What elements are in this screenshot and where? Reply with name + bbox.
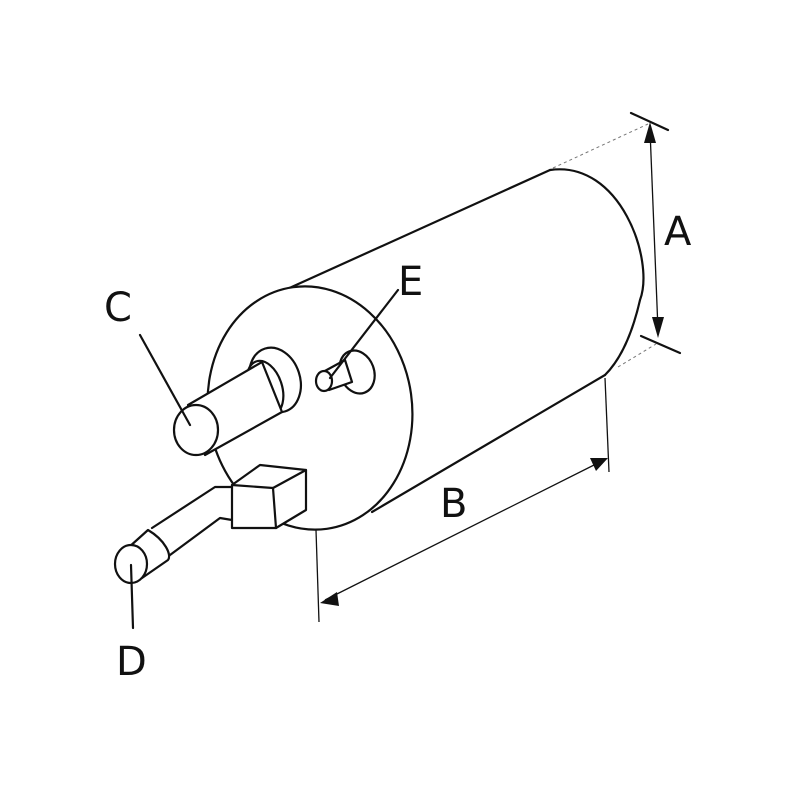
dimension-b [315, 377, 610, 623]
label-a: A [664, 209, 692, 255]
label-d: D [116, 639, 147, 685]
terminal-d [113, 463, 308, 630]
dimension-a [552, 111, 682, 368]
label-b: B [440, 481, 468, 527]
cylinder-body [283, 168, 645, 514]
terminal-e [314, 288, 400, 395]
label-c: C [104, 285, 132, 331]
label-e: E [398, 259, 424, 305]
terminal-c [138, 333, 302, 457]
